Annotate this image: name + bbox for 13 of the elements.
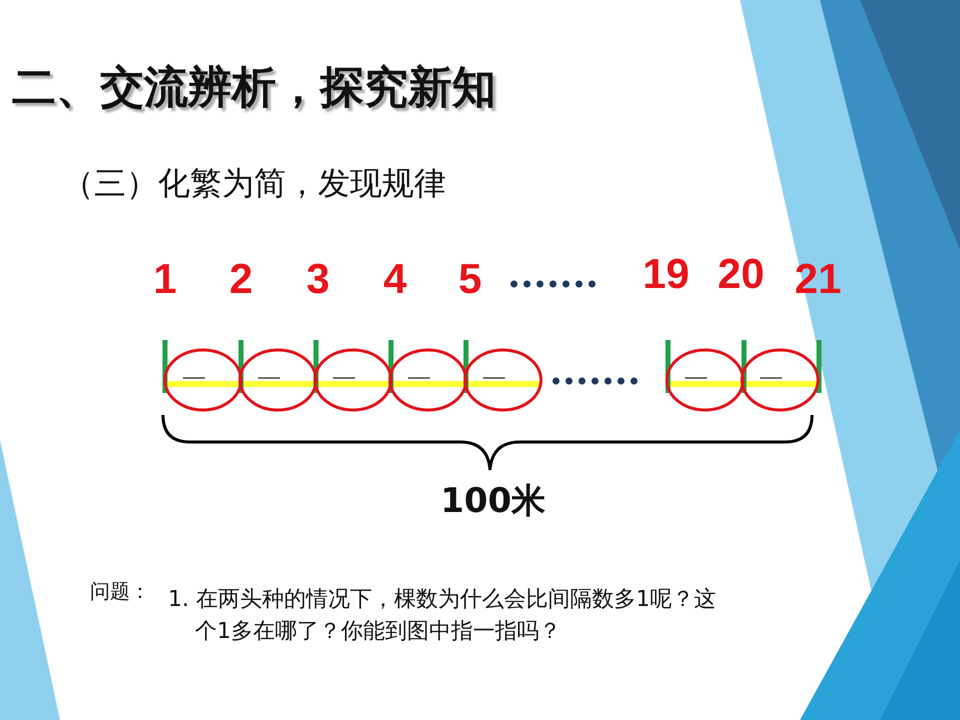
slide-title: 二、交流辨析，探究新知 [12,61,496,115]
question-label: 问题： [90,578,150,605]
point-number: 5 [458,255,482,303]
point-number: 19 [642,250,690,298]
point-number: 3 [306,255,330,303]
length-label: 100米 [440,480,546,523]
point-number: 2 [229,255,253,303]
point-number: 1 [153,255,177,303]
point-number: 4 [383,255,407,303]
point-number: 21 [794,255,842,303]
question-text: 1. 在两头种的情况下，棵数为什么会比间隔数多1呢？这个1多在哪了？你能到图中指一指吗？ [168,586,717,646]
subtitle: （三）化繁为简，发现规律 [62,163,446,204]
point-number: 20 [718,250,764,298]
